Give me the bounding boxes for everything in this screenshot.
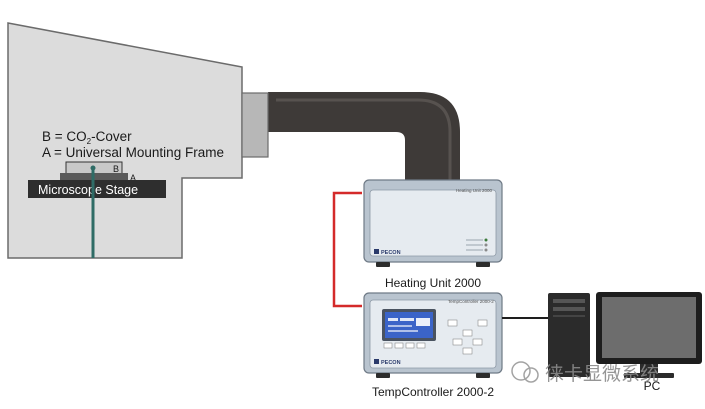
mounting-frame-label: A = Universal Mounting Frame [42,145,224,160]
controller-button-left [447,319,458,327]
arrow-right-button [472,338,483,346]
pc-label: PC [644,379,661,393]
heating-foot-left [376,262,390,267]
softkey-2 [394,342,404,349]
duct-connector [241,92,269,158]
arrow-left-button [452,338,463,346]
controller-brand-logo [374,359,379,364]
controller-foot-left [376,373,390,378]
temp-controller-name: TempController 2000-2 [372,385,494,399]
heating-unit-name: Heating Unit 2000 [385,276,481,290]
heating-unit-device: Heating Unit 2000 PECON [363,179,503,267]
heating-led-1 [484,238,488,242]
watermark: 徕卡显微系统 [511,361,659,385]
softkey-3 [405,342,415,349]
watermark-text: 徕卡显微系统 [545,363,659,385]
heating-led-2 [484,243,488,247]
arrow-down-button [462,347,473,355]
stage-label: Microscope Stage [38,183,138,197]
incubator-housing [7,22,269,259]
wechat-icon [511,361,531,381]
heating-foot-right [476,262,490,267]
a-marker: A [130,173,136,183]
controller-panel-title: TempController 2000-2 [448,299,494,304]
temp-controller-device: TempController 2000-2 PECON [363,292,503,378]
focus-point [90,165,96,171]
b-marker: B [113,164,119,174]
softkey-4 [416,342,426,349]
co2-cover-label: B = CO2-Cover [42,129,132,146]
pc-monitor [596,292,702,378]
controller-foot-right [476,373,490,378]
air-duct [268,92,460,185]
arrow-up-button [462,329,473,337]
controller-brand: PECON [381,360,401,366]
heating-panel-title: Heating Unit 2000 [456,188,493,193]
controller-button-right [477,319,488,327]
heating-brand-logo [374,249,379,254]
microscope-stage [28,180,166,198]
pc-tower [548,293,590,377]
heating-led-3 [484,248,488,252]
red-cable [332,191,362,308]
heating-brand: PECON [381,250,401,256]
softkey-1 [383,342,393,349]
